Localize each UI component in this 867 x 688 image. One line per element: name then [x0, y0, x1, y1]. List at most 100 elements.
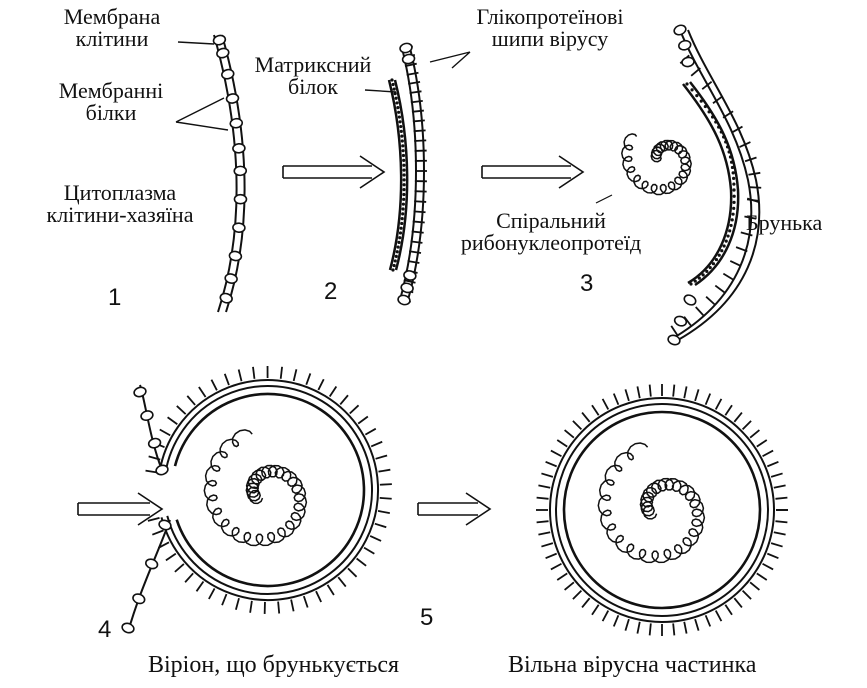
glycoprotein-spike	[546, 462, 557, 467]
matrix-granule	[402, 193, 405, 196]
matrix-granule	[732, 171, 735, 174]
glycoprotein-spike	[340, 395, 348, 404]
glycoprotein-spike	[771, 473, 782, 476]
matrix-granule	[729, 224, 732, 227]
glycoprotein-spike	[749, 187, 761, 188]
glycoprotein-spike	[625, 619, 628, 630]
matrix-granule	[402, 154, 405, 157]
arrow-2-to-3	[482, 156, 583, 188]
glycoprotein-spike	[199, 387, 206, 397]
label-line: білки	[36, 102, 186, 124]
virion-matrix-layer	[564, 412, 760, 608]
glycoprotein-spike	[734, 413, 742, 422]
glycoprotein-spike	[565, 582, 574, 590]
matrix-granule	[726, 145, 729, 148]
glycoprotein-spike	[541, 543, 552, 546]
glycoprotein-spike	[691, 68, 700, 76]
stage-number-5: 5	[420, 604, 433, 632]
matrix-granule	[402, 169, 405, 172]
glycoprotein-spike	[551, 451, 562, 457]
glycoprotein-spike	[582, 413, 590, 422]
matrix-granule	[393, 264, 396, 267]
matrix-granule	[705, 270, 708, 273]
glycoprotein-spike	[750, 430, 759, 438]
glycoprotein-spike	[250, 601, 252, 613]
matrix-granule	[723, 244, 726, 247]
glycoprotein-spike	[209, 588, 215, 599]
membrane-protein	[673, 24, 687, 37]
glycoprotein-spike	[330, 387, 337, 397]
glycoprotein-spike	[573, 591, 581, 599]
arrow-1-to-2	[283, 156, 384, 188]
matrix-granule	[728, 229, 731, 232]
matrix-granule	[400, 227, 403, 230]
matrix-granule	[732, 183, 735, 186]
glycoprotein-spike	[380, 484, 392, 485]
glycoprotein-spike	[304, 596, 308, 607]
glycoprotein-spike	[348, 568, 357, 576]
matrix-granule	[717, 125, 720, 128]
glycoprotein-spike	[378, 511, 390, 513]
matrix-granule	[395, 255, 398, 258]
glycoprotein-spike	[716, 611, 722, 622]
glycoprotein-spike	[350, 405, 359, 413]
glycoprotein-spike	[551, 564, 562, 570]
matrix-granule	[398, 115, 401, 118]
virion-envelope-outer	[550, 398, 774, 622]
membrane-protein	[681, 57, 694, 68]
glycoprotein-spike	[538, 485, 550, 487]
glycoprotein-spike	[614, 615, 619, 626]
matrix-granule	[398, 236, 401, 239]
matrix-granule	[709, 266, 712, 269]
matrix-granule	[689, 282, 692, 285]
matrix-granule	[403, 173, 406, 176]
label-line: Мембрана	[32, 6, 192, 28]
rnp-coil	[598, 443, 704, 562]
stage-number-1: 1	[108, 284, 121, 312]
matrix-granule	[402, 159, 405, 162]
glycoprotein-spike	[378, 470, 390, 472]
membrane-protein	[145, 558, 159, 571]
matrix-granule	[395, 101, 398, 104]
matrix-granule	[704, 105, 707, 108]
matrix-granule	[401, 144, 404, 147]
virion-envelope-outer	[159, 380, 378, 600]
membrane-protein	[230, 118, 243, 128]
glycoprotein-spike	[673, 623, 674, 635]
matrix-granule	[391, 268, 394, 271]
stage3-membrane	[670, 30, 759, 340]
host-membrane-lower	[128, 520, 170, 632]
glycoprotein-spike	[358, 416, 368, 423]
leader-line-rnp	[596, 195, 612, 203]
label-line: клітини	[32, 28, 192, 50]
glycoprotein-spike	[725, 405, 732, 415]
glycoprotein-spike	[370, 536, 381, 541]
matrix-granule	[732, 177, 735, 180]
glycoprotein-spike	[706, 394, 711, 405]
matrix-granule	[397, 111, 400, 114]
glycoprotein-spike	[757, 440, 767, 447]
label-matrix-protein: Матриксний білок	[238, 54, 388, 98]
matrix-granule	[401, 139, 404, 142]
stage4-budding-virion	[128, 380, 378, 632]
stage-number-3: 3	[580, 270, 593, 298]
matrix-granule	[728, 150, 731, 153]
glycoprotein-spike	[696, 307, 704, 316]
glycoprotein-spike	[774, 485, 786, 487]
glycoprotein-spike	[625, 389, 628, 400]
matrix-granule	[402, 188, 405, 191]
stage3-membrane-proteins	[667, 24, 698, 347]
matrix-granule	[714, 120, 717, 123]
glycoprotein-spike	[278, 602, 279, 614]
stage5-helical-rnp	[598, 443, 704, 562]
rnp-coil	[204, 430, 306, 546]
glycoprotein-spike	[730, 261, 741, 266]
matrix-granule	[403, 178, 406, 181]
matrix-granule	[698, 277, 701, 280]
glycoprotein-spike	[197, 582, 204, 592]
caption-budding-virion: Віріон, що брунькується	[148, 652, 399, 679]
virion-envelope-inner	[556, 404, 768, 616]
glycoprotein-spike	[546, 554, 557, 559]
glycoprotein-spike	[671, 326, 678, 336]
caption-free-particle: Вільна вірусна частинка	[508, 652, 756, 679]
